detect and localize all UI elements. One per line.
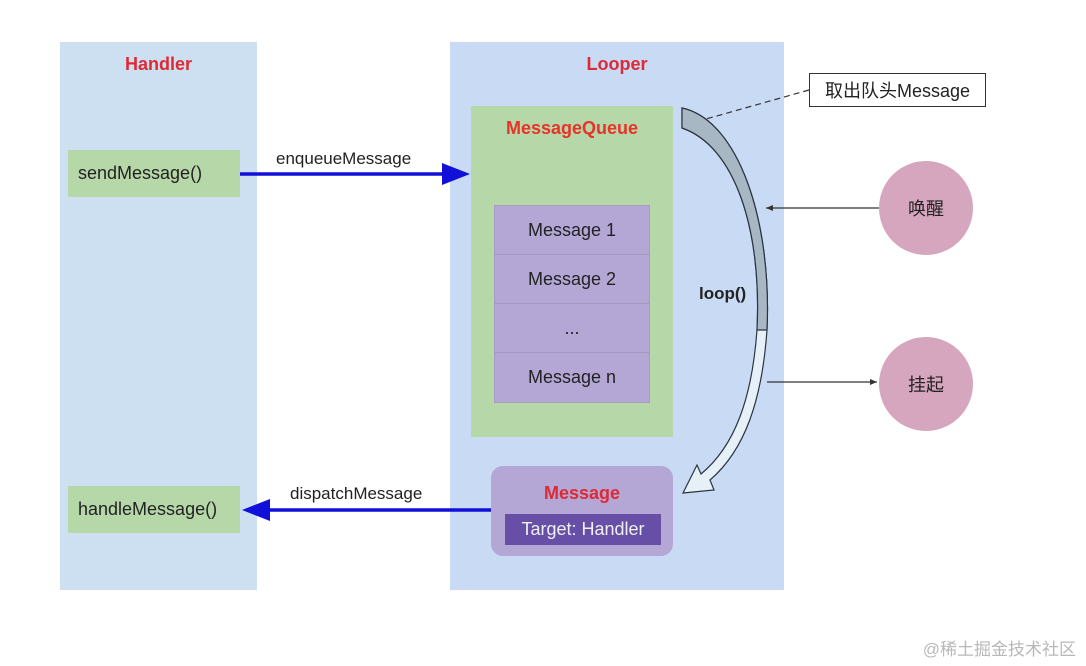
enqueue-arrow bbox=[240, 163, 470, 185]
handle-message-box: handleMessage() bbox=[68, 486, 240, 533]
suspend-state: 挂起 bbox=[879, 337, 973, 431]
handler-title: Handler bbox=[124, 54, 193, 74]
message-target-label: Target: Handler bbox=[505, 514, 661, 545]
callout-pointer bbox=[705, 89, 810, 120]
message-item: ... bbox=[495, 304, 649, 353]
message-item: Message n bbox=[527, 367, 617, 387]
wake-state: 唤醒 bbox=[879, 161, 973, 255]
looper-title: Looper bbox=[586, 54, 648, 74]
dequeued-message-title: Message bbox=[543, 483, 621, 503]
watermark: @稀土掘金技术社区 bbox=[922, 640, 1076, 659]
loop-label: loop() bbox=[699, 284, 747, 303]
enqueue-arrow-label: enqueueMessage bbox=[276, 149, 412, 168]
message-list: Message 1 Message 2 ... Message n bbox=[494, 205, 650, 403]
message-item: Message 2 bbox=[495, 255, 649, 304]
message-queue-title: MessageQueue bbox=[505, 118, 639, 138]
dispatch-arrow bbox=[242, 499, 491, 521]
dispatch-arrow-label: dispatchMessage bbox=[290, 484, 423, 503]
send-message-box: sendMessage() bbox=[68, 150, 240, 197]
loop-arrow bbox=[681, 107, 769, 494]
dequeue-callout: 取出队头Message bbox=[809, 73, 986, 107]
message-item: Message 1 bbox=[495, 206, 649, 255]
